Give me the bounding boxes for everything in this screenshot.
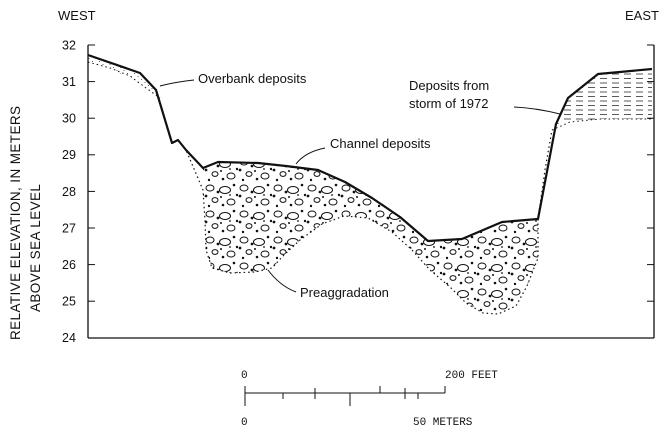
y-tick-24: 24 (62, 331, 76, 345)
scale-meters-end: 50 METERS (413, 417, 473, 429)
preaggradation-leader (267, 269, 297, 293)
y-tick-30: 30 (62, 112, 76, 126)
y-tick-28: 28 (62, 185, 76, 199)
east-bank-boundary (537, 129, 553, 220)
scale-feet-start: 0 (241, 370, 248, 382)
y-tick-32: 32 (62, 39, 76, 53)
y-axis-label-line2: ABOVE SEA LEVEL (28, 184, 43, 312)
preaggradation-label: Preaggradation (300, 285, 389, 300)
y-tick-25: 25 (62, 295, 76, 309)
y-tick-29: 29 (62, 148, 76, 162)
y-ticks-left (88, 44, 95, 302)
overbank-deposits-west (88, 55, 156, 90)
channel-deposits-label: Channel deposits (330, 136, 431, 151)
y-axis-label-line1: RELATIVE ELEVATION, IN METERS (8, 106, 23, 340)
storm-deposits-lower-boundary (551, 118, 652, 131)
storm-deposits-label-line1: Deposits from (409, 78, 489, 93)
east-label: EAST (625, 8, 659, 23)
storm-1972-deposits (556, 69, 652, 124)
preaggradation-boundary (185, 149, 539, 315)
y-tick-31: 31 (62, 75, 76, 89)
scale-meters-start: 0 (241, 417, 248, 429)
overbank-deposits-label: Overbank deposits (198, 71, 307, 86)
storm-deposits-label-line2: storm of 1972 (409, 96, 489, 111)
ground-surface-profile (87, 53, 653, 243)
channel-leader (295, 147, 326, 165)
overbank-leader (159, 79, 195, 87)
scale-bar: 0 200 FEET 0 50 METERS (241, 370, 498, 429)
y-tick-labels: 32 31 30 29 28 27 26 25 24 (62, 39, 76, 346)
storm-leader (513, 106, 561, 115)
scale-feet-end: 200 FEET (445, 370, 498, 382)
y-tick-26: 26 (62, 258, 76, 272)
channel-deposits (203, 162, 538, 314)
west-label: WEST (58, 8, 96, 23)
y-tick-27: 27 (62, 222, 76, 236)
